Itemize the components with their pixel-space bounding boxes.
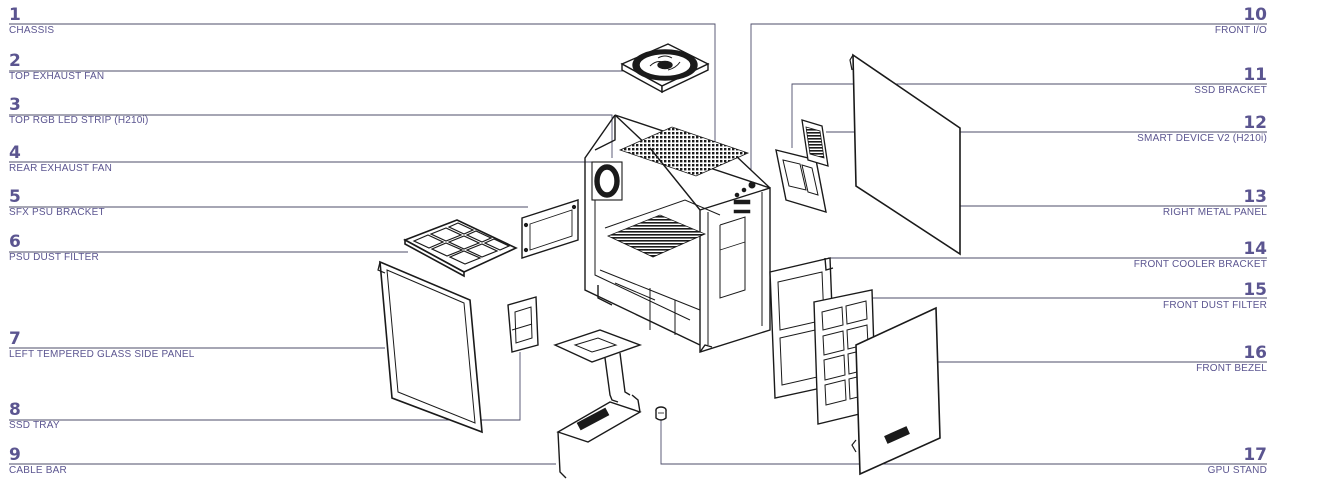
part-label-3: 3 TOP RGB LED STRIP (H210i): [9, 96, 149, 127]
part-number: 16: [1243, 343, 1267, 363]
leader-line-1: [9, 23, 716, 150]
leader-line-10: [750, 23, 1267, 182]
leader-lines-left: [9, 23, 716, 465]
part-name: CABLE BAR: [9, 465, 67, 476]
top-exhaust-fan-drawing: [620, 43, 710, 94]
left-glass-panel-drawing: [377, 260, 483, 434]
part-label-15: 15 FRONT DUST FILTER: [1163, 281, 1267, 312]
part-number: 14: [1243, 239, 1267, 259]
gpu-stand-drawing: [655, 406, 667, 421]
part-number: 11: [1243, 65, 1267, 85]
part-label-11: 11 SSD BRACKET: [1194, 66, 1267, 97]
ssd-tray-drawing: [507, 296, 539, 353]
part-name: FRONT COOLER BRACKET: [1133, 259, 1267, 270]
part-label-7: 7 LEFT TEMPERED GLASS SIDE PANEL: [9, 330, 195, 361]
right-metal-panel-drawing: [849, 53, 961, 256]
sfx-psu-bracket-drawing: [521, 199, 579, 259]
part-number: 17: [1243, 445, 1267, 465]
part-number: 9: [9, 445, 21, 465]
part-label-8: 8 SSD TRAY: [9, 401, 60, 432]
part-label-10: 10 FRONT I/O: [1215, 6, 1267, 37]
psu-dust-filter-drawing: [403, 219, 518, 278]
part-number: 12: [1243, 113, 1267, 133]
part-name: SSD BRACKET: [1194, 85, 1267, 96]
ssd-bracket-drawing: [775, 149, 827, 214]
part-name: REAR EXHAUST FAN: [9, 163, 113, 174]
leader-lines-right: [660, 23, 1267, 465]
part-number: 1: [9, 5, 21, 25]
part-number: 15: [1243, 280, 1267, 300]
leader-line-3: [9, 114, 613, 158]
part-number: 13: [1243, 187, 1267, 207]
part-label-5: 5 SFX PSU BRACKET: [9, 188, 105, 219]
part-label-6: 6 PSU DUST FILTER: [9, 233, 99, 264]
part-name: GPU STAND: [1207, 465, 1267, 476]
part-name: CHASSIS: [9, 25, 55, 36]
smart-device-drawing: [801, 119, 829, 167]
part-label-16: 16 FRONT BEZEL: [1196, 344, 1267, 375]
part-number: 7: [9, 329, 21, 349]
part-number: 2: [9, 51, 21, 71]
leader-line-11: [791, 83, 1267, 148]
part-name: PSU DUST FILTER: [9, 252, 99, 263]
part-number: 6: [9, 232, 21, 252]
front-bezel-drawing: [851, 306, 941, 476]
part-name: SSD TRAY: [9, 420, 60, 431]
part-name: TOP RGB LED STRIP (H210i): [9, 115, 149, 126]
part-number: 5: [9, 187, 21, 207]
part-label-2: 2 TOP EXHAUST FAN: [9, 52, 104, 83]
part-number: 10: [1243, 5, 1267, 25]
part-name: LEFT TEMPERED GLASS SIDE PANEL: [9, 349, 195, 360]
part-label-1: 1 CHASSIS: [9, 6, 54, 37]
chassis-drawing: [584, 114, 771, 353]
part-number: 8: [9, 400, 21, 420]
part-number: 4: [9, 143, 21, 163]
part-label-12: 12 SMART DEVICE V2 (H210i): [1137, 114, 1267, 145]
leader-line-8: [9, 352, 521, 421]
part-name: RIGHT METAL PANEL: [1162, 207, 1267, 218]
part-label-14: 14 FRONT COOLER BRACKET: [1134, 240, 1267, 271]
part-name: FRONT BEZEL: [1196, 363, 1267, 374]
part-number: 3: [9, 95, 21, 115]
part-label-13: 13 RIGHT METAL PANEL: [1163, 188, 1267, 219]
cable-bar-drawing: [553, 329, 643, 479]
part-name: FRONT I/O: [1214, 25, 1267, 36]
part-name: SMART DEVICE V2 (H210i): [1137, 133, 1267, 144]
part-name: FRONT DUST FILTER: [1163, 300, 1267, 311]
part-label-9: 9 CABLE BAR: [9, 446, 67, 477]
part-name: TOP EXHAUST FAN: [9, 71, 105, 82]
leader-line-17: [660, 418, 1267, 465]
part-name: SFX PSU BRACKET: [9, 207, 105, 218]
part-label-17: 17 GPU STAND: [1208, 446, 1267, 477]
part-label-4: 4 REAR EXHAUST FAN: [9, 144, 112, 175]
